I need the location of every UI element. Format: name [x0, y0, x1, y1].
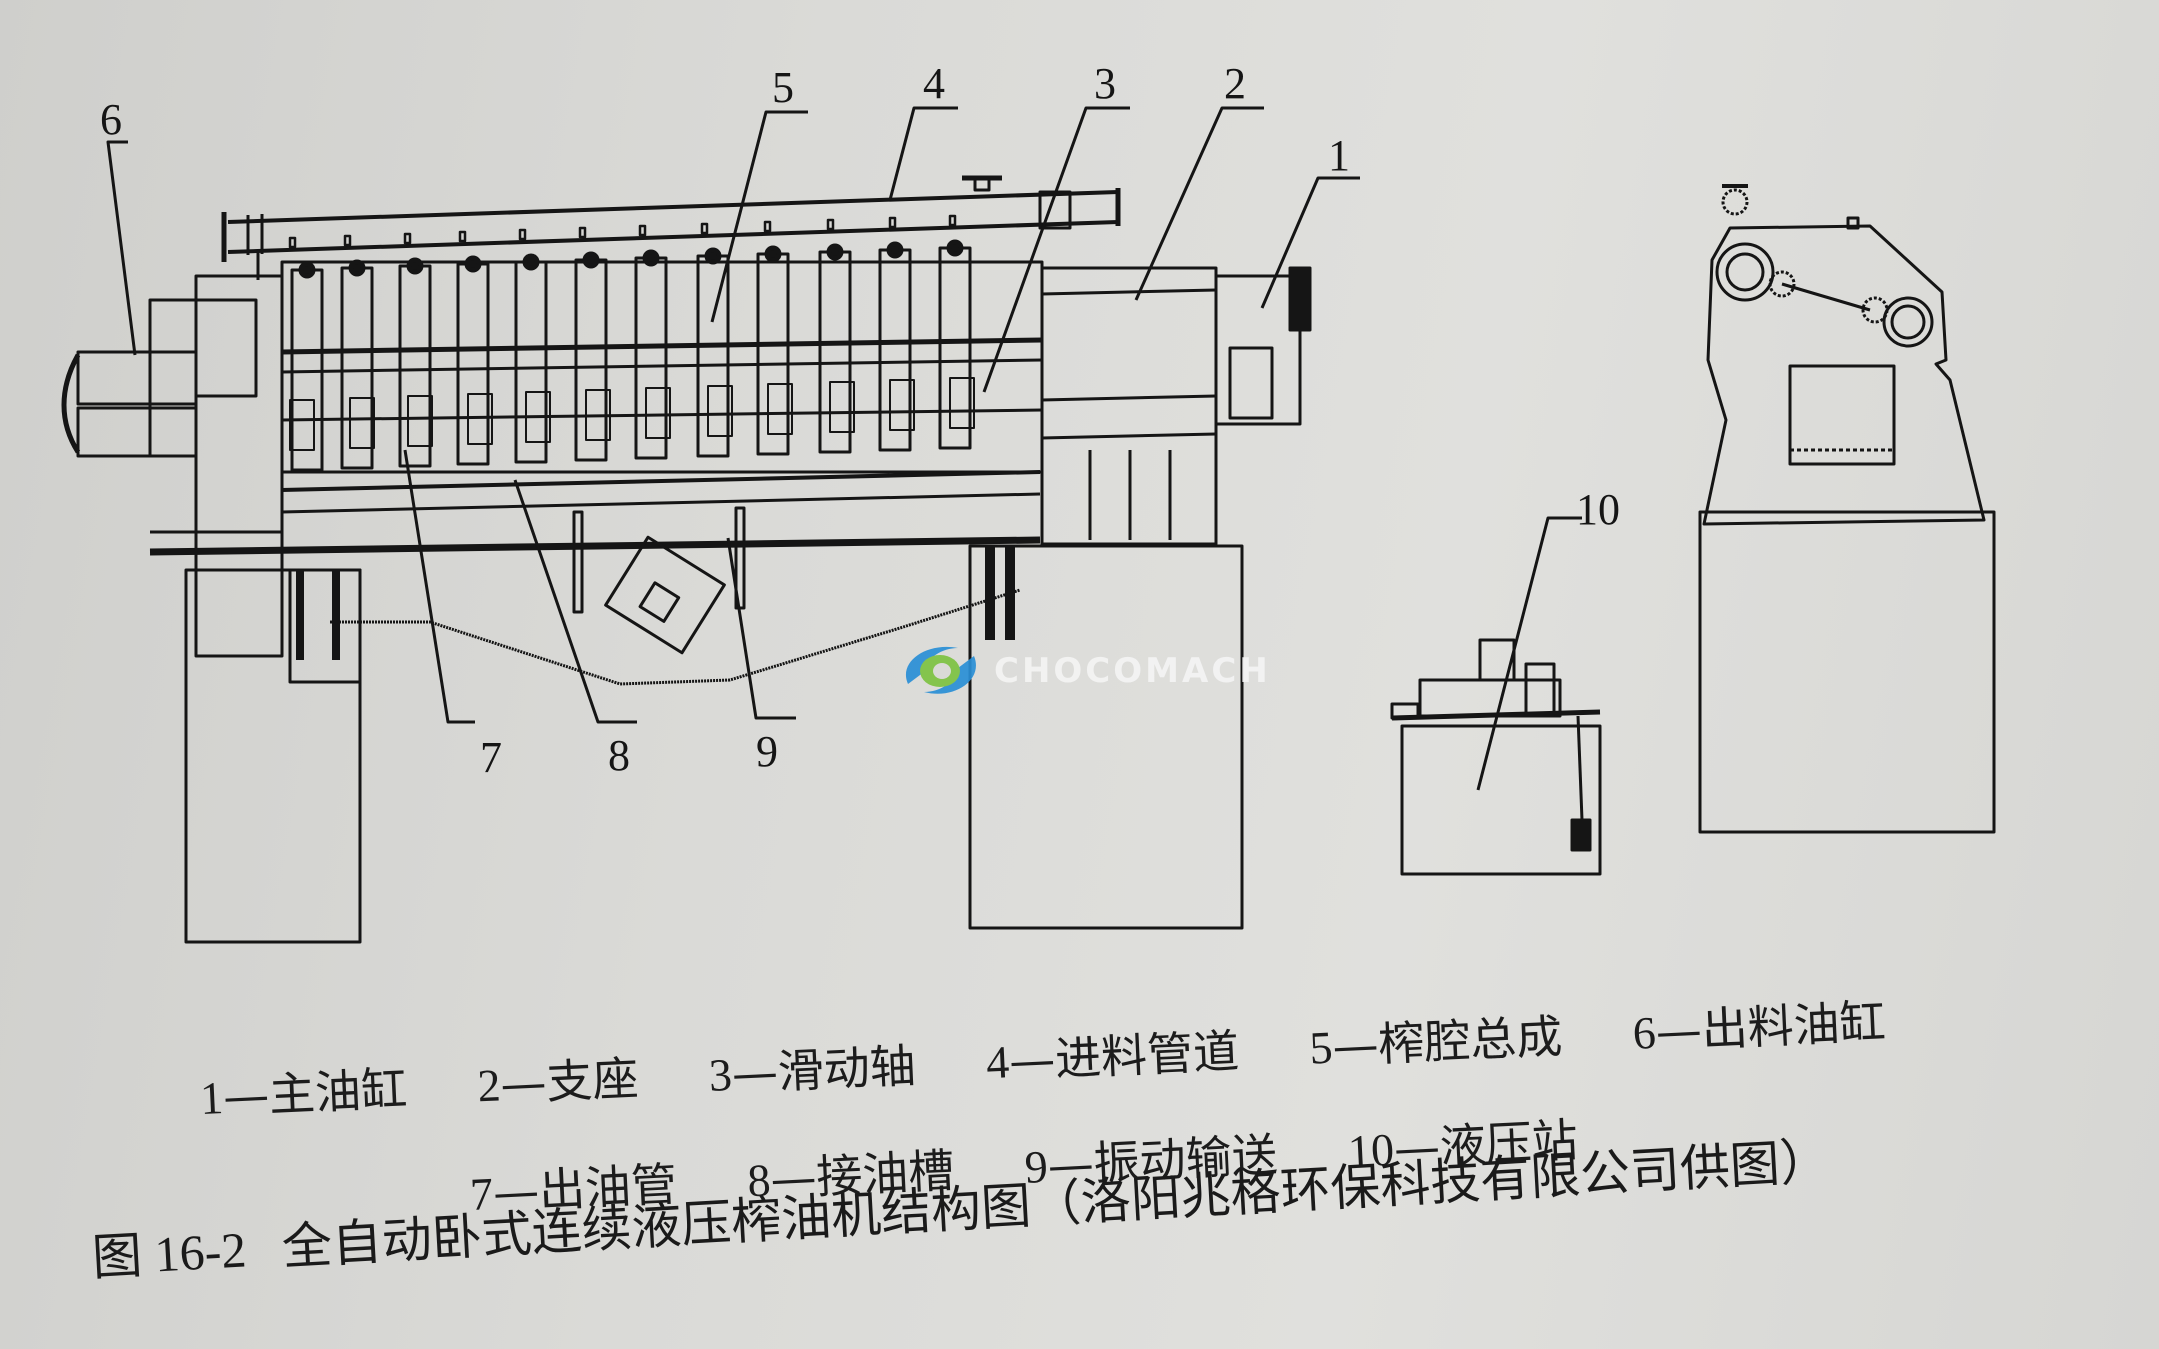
legend-item-6: 6—出料油缸	[1631, 994, 1887, 1059]
legend-item-5: 5—榨腔总成	[1308, 1009, 1564, 1074]
callout-number-10: 10	[1576, 485, 1620, 534]
chocomach-watermark: CHOCOMACH	[902, 640, 1271, 702]
legend-item-1: 1—主油缸	[199, 1061, 409, 1124]
callout-number-2: 2	[1224, 59, 1246, 108]
watermark-text: CHOCOMACH	[994, 651, 1271, 691]
left-support	[184, 568, 362, 944]
main-support	[1040, 266, 1218, 546]
right-base	[968, 544, 1244, 930]
callout-number-1: 1	[1328, 131, 1350, 180]
legend-item-3: 3—滑动轴	[707, 1038, 917, 1101]
vibrating-conveyor	[330, 535, 1021, 686]
legend-item-4: 4—进料管道	[985, 1023, 1241, 1089]
callout-number-4: 4	[923, 59, 945, 108]
figure-number: 图 16-2	[90, 1221, 248, 1286]
callout-number-9: 9	[756, 727, 778, 776]
oil-trough	[149, 470, 1041, 614]
callout-number-5: 5	[772, 63, 794, 112]
hydraulic-station-view	[1390, 638, 1602, 876]
callout-leaders	[106, 106, 1582, 791]
main-cylinder	[1214, 266, 1312, 426]
press-cavity-assembly	[280, 239, 1044, 474]
callout-number-8: 8	[608, 731, 630, 780]
side-elevation-view	[61, 106, 1582, 944]
end-elevation-view	[1698, 184, 1996, 834]
callout-number-3: 3	[1094, 59, 1116, 108]
legend-item-2: 2—支座	[476, 1051, 640, 1112]
discharge-cylinder	[61, 274, 284, 658]
chocomach-logo-icon	[905, 646, 976, 694]
feed-pipe	[221, 175, 1121, 280]
callout-number-6: 6	[100, 95, 122, 144]
callout-number-7: 7	[480, 733, 502, 782]
